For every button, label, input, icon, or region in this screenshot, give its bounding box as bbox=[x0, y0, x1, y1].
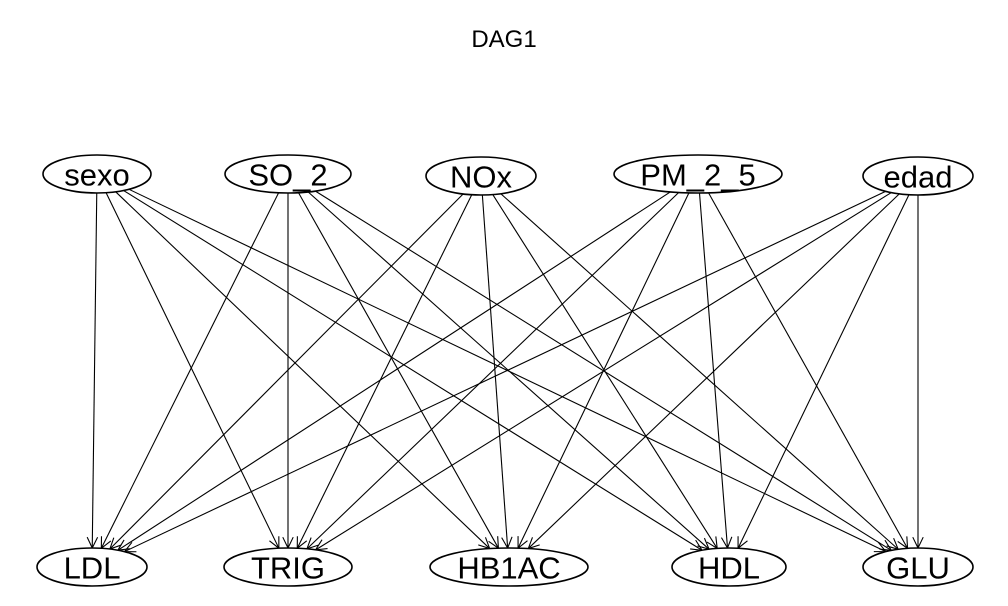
edge-line bbox=[105, 192, 280, 549]
edge-line bbox=[117, 191, 671, 551]
edge-line bbox=[100, 192, 280, 549]
node-ellipse bbox=[36, 547, 148, 587]
edge-pm-2-5-to-ldl bbox=[116, 191, 671, 551]
node-ellipse bbox=[42, 154, 152, 194]
edge-sexo-to-hb1ac bbox=[115, 191, 491, 550]
edge-line bbox=[492, 194, 718, 549]
edge-line bbox=[737, 194, 910, 549]
node-ellipse bbox=[862, 547, 974, 587]
node-ldl: LDL bbox=[36, 547, 148, 587]
edge-line bbox=[124, 190, 886, 553]
node-label: NOx bbox=[450, 160, 513, 195]
node-nox: NOx bbox=[425, 156, 537, 196]
edge-line bbox=[315, 192, 892, 551]
edge-line bbox=[298, 192, 499, 549]
edge-nox-to-ldl bbox=[108, 193, 464, 550]
node-ellipse bbox=[425, 156, 537, 196]
edge-so-2-to-hb1ac bbox=[298, 192, 500, 550]
node-ellipse bbox=[613, 154, 783, 194]
node-ellipse bbox=[671, 547, 787, 587]
node-label: LDL bbox=[64, 551, 121, 586]
edge-edad-to-ldl bbox=[123, 190, 886, 553]
edge-line bbox=[527, 193, 900, 549]
node-so-2: SO_2 bbox=[224, 154, 352, 194]
edge-pm-2-5-to-hb1ac bbox=[517, 192, 690, 550]
edge-line bbox=[307, 191, 710, 550]
edge-line bbox=[708, 192, 909, 549]
edge-line bbox=[306, 192, 680, 550]
edge-edad-to-hdl bbox=[737, 194, 910, 550]
node-label: GLU bbox=[886, 551, 950, 586]
node-ellipse bbox=[429, 547, 589, 587]
node-sexo: sexo bbox=[42, 154, 152, 194]
edge-nox-to-hb1ac bbox=[481, 194, 513, 550]
edge-line bbox=[109, 193, 464, 550]
edge-line bbox=[698, 192, 729, 549]
edge-sexo-to-trig bbox=[105, 192, 280, 550]
edge-so-2-to-ldl bbox=[100, 192, 280, 550]
node-hb1ac: HB1AC bbox=[429, 547, 589, 587]
node-label: SO_2 bbox=[248, 158, 327, 193]
diagram-title: DAG1 bbox=[471, 26, 537, 53]
node-label: TRIG bbox=[251, 551, 325, 586]
node-ellipse bbox=[223, 547, 353, 587]
node-label: HDL bbox=[698, 551, 760, 586]
edge-line bbox=[115, 191, 491, 549]
edge-so-2-to-hdl bbox=[307, 191, 710, 551]
node-trig: TRIG bbox=[223, 547, 353, 587]
edge-layer bbox=[86, 188, 924, 553]
edge-pm-2-5-to-trig bbox=[306, 192, 680, 550]
node-label: PM_2_5 bbox=[640, 158, 755, 193]
edge-line bbox=[296, 194, 473, 549]
edge-line bbox=[91, 192, 98, 549]
node-ellipse bbox=[862, 156, 974, 196]
edge-edad-to-hb1ac bbox=[527, 193, 900, 550]
edge-line bbox=[123, 190, 703, 551]
edge-nox-to-hdl bbox=[492, 194, 718, 550]
edge-line bbox=[517, 192, 690, 549]
node-label: sexo bbox=[64, 158, 129, 193]
node-pm-2-5: PM_2_5 bbox=[613, 154, 783, 194]
edge-pm-2-5-to-hdl bbox=[698, 192, 733, 550]
node-label: HB1AC bbox=[457, 551, 560, 586]
edge-line bbox=[500, 193, 899, 550]
node-edad: edad bbox=[862, 156, 974, 196]
edge-edad-to-glu bbox=[912, 195, 924, 550]
edge-nox-to-trig bbox=[296, 194, 473, 550]
edge-pm-2-5-to-glu bbox=[708, 192, 909, 550]
edge-nox-to-glu bbox=[500, 193, 900, 551]
node-hdl: HDL bbox=[671, 547, 787, 587]
node-ellipse bbox=[224, 154, 352, 194]
edge-line bbox=[481, 194, 509, 549]
edge-sexo-to-ldl bbox=[86, 192, 99, 550]
node-label: edad bbox=[884, 160, 953, 195]
node-glu: GLU bbox=[862, 547, 974, 587]
